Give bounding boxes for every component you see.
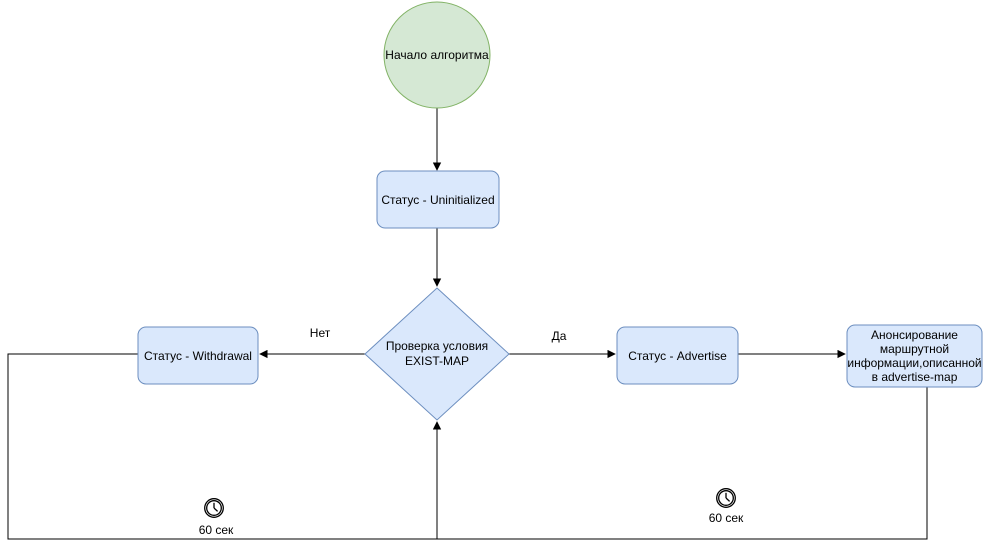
status-advertise-node[interactable] <box>616 326 739 385</box>
start-node[interactable] <box>383 1 491 109</box>
exist-map-decision-node[interactable] <box>364 287 510 421</box>
announce-route-info-node[interactable] <box>846 324 983 388</box>
status-withdrawal-node[interactable] <box>137 326 259 385</box>
clock-icon <box>716 488 736 508</box>
clock-icon <box>204 498 224 518</box>
edge-withdrawal-loopback <box>7 353 437 540</box>
edge-announce-loopback <box>437 387 928 540</box>
status-uninitialized-node[interactable] <box>376 170 500 229</box>
